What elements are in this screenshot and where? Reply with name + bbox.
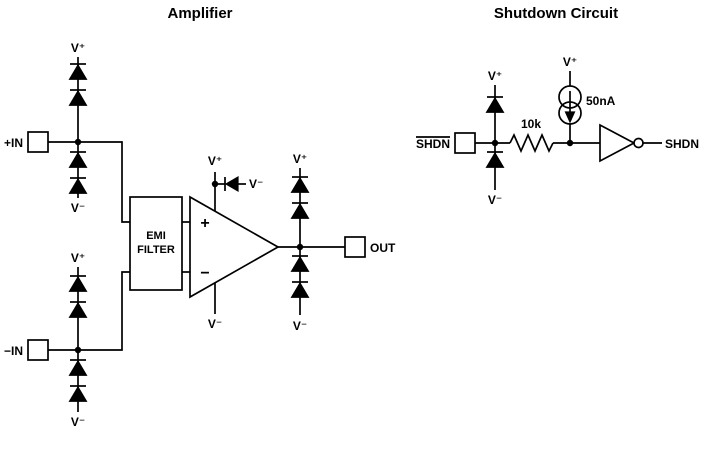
v-plus-label: V⁺ [293,152,307,166]
v-plus-label: V⁺ [563,55,577,69]
current-source-value-label: 50nA [586,94,616,108]
diode-up-icon [69,359,87,376]
junction-dot [296,243,304,251]
pullup-resistor: 10k [509,117,554,154]
emi-filter-block: EMI FILTER [129,196,183,291]
input-minus-port: −IN [4,339,49,361]
v-minus-label: V⁻ [249,177,263,191]
input-plus-label: +IN [4,136,23,150]
v-minus-label: V⁻ [208,317,222,331]
diode-left-icon [224,175,239,193]
diode-up-icon [69,301,87,318]
resistor-zigzag [509,132,554,154]
amplifier-circuit: Amplifier +IN V⁺ V⁻ −IN V⁺ [4,5,396,429]
v-minus-label: V⁻ [488,193,502,207]
v-minus-label: V⁻ [293,319,307,333]
resistor-value-label: 10k [521,117,541,131]
wire-input-plus [48,141,130,223]
output-port: OUT [344,236,396,258]
diode-up-icon [69,63,87,80]
emi-filter-text-line2: FILTER [137,244,175,256]
emi-filter-text-line1: EMI [146,230,166,242]
input-minus-clamp-stack: V⁺ V⁻ [69,251,87,429]
inverter-bubble [633,137,644,149]
input-plus-port: +IN [4,131,49,153]
shdn-output-label: SHDN [665,137,699,151]
v-plus-label: V⁺ [488,69,502,83]
output-clamp-stack: V⁺ V⁻ [291,152,309,333]
amplifier-title: Amplifier [167,5,232,22]
wire-input-minus [48,271,130,351]
diode-up-icon [291,281,309,298]
diode-up-icon [69,151,87,168]
opamp: + − V⁺ V⁻ V⁻ [189,154,280,331]
input-plus-terminal [27,131,49,153]
v-plus-label: V⁺ [71,41,85,55]
v-plus-label: V⁺ [208,154,222,168]
shdn-input-terminal [454,132,476,154]
junction-dot [74,346,82,354]
diode-up-icon [291,176,309,193]
diode-up-icon [291,202,309,219]
shdn-inverter: SHDN [599,123,699,163]
current-source: V⁺ 50nA [558,55,616,143]
diode-up-icon [486,151,504,168]
diode-up-icon [69,385,87,402]
junction-dot [74,138,82,146]
v-plus-label: V⁺ [71,251,85,265]
opamp-inverting-sign: − [200,265,209,282]
input-minus-terminal [27,339,49,361]
input-plus-clamp-stack: V⁺ V⁻ [69,41,87,215]
supply-clamp-diode: V⁻ [215,175,263,193]
v-minus-label: V⁻ [71,201,85,215]
diode-up-icon [69,177,87,194]
output-terminal [344,236,366,258]
shutdown-title: Shutdown Circuit [494,5,618,22]
inverter-triangle [599,123,636,163]
output-label: OUT [370,241,396,255]
opamp-triangle [189,195,280,299]
current-arrow-head-icon [564,111,576,124]
diode-up-icon [69,89,87,106]
input-minus-label: −IN [4,344,23,358]
diode-up-icon [486,96,504,113]
diode-up-icon [291,255,309,272]
diode-up-icon [69,275,87,292]
emi-filter-box [129,196,183,291]
shutdown-circuit: Shutdown Circuit SHDN V⁺ V⁻ 10k V⁺ [416,5,699,207]
shdn-input-port: SHDN [416,132,476,154]
v-minus-label: V⁻ [71,415,85,429]
opamp-noninverting-sign: + [200,215,209,232]
shdn-clamp-stack: V⁺ V⁻ [486,69,504,207]
shdn-input-label: SHDN [416,137,450,151]
